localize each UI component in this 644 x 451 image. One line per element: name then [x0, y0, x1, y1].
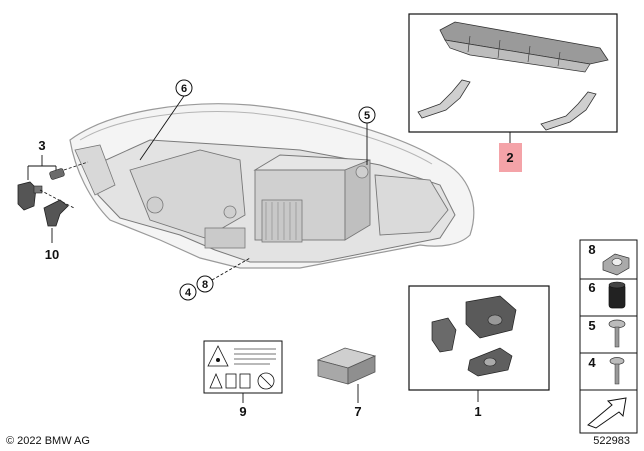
direction-arrow-icon — [587, 397, 627, 429]
connector-socket — [146, 196, 164, 214]
front-cap — [74, 144, 116, 196]
inset-bracket-kit[interactable] — [408, 13, 618, 133]
side-part-5[interactable]: 5 — [588, 318, 626, 348]
callout-10-group[interactable]: 10 — [43, 199, 69, 262]
screw-4-head — [609, 357, 625, 365]
callout-4-8[interactable]: 4 8 — [179, 257, 251, 301]
adjuster-socket — [223, 205, 237, 219]
callout-8-circle — [196, 275, 214, 293]
bulb-socket-part — [17, 181, 37, 211]
pad-part[interactable] — [316, 347, 377, 385]
screw-5-shank — [614, 326, 620, 348]
laser-warning-triangle — [207, 345, 229, 367]
repair-tab-part — [431, 317, 457, 353]
inset-bracket-frame — [408, 13, 618, 133]
leader-line-6 — [139, 95, 185, 161]
callout-9[interactable]: 9 — [239, 393, 247, 419]
control-module-side — [344, 159, 371, 241]
callout-6[interactable]: 6 — [139, 79, 193, 161]
callout-10-label: 10 — [45, 247, 59, 262]
connector-plug-part — [43, 199, 69, 227]
headlight-assembly[interactable] — [69, 103, 475, 269]
screw-4-shank — [614, 363, 620, 385]
bracket-rail-underside — [444, 39, 591, 73]
low-beam-module — [129, 149, 246, 239]
side-part-5-label: 5 — [588, 318, 595, 333]
callout-7-label: 7 — [354, 404, 361, 419]
rubber-bushing-top — [608, 281, 626, 289]
copyright-notice: © 2022 BMW AG — [6, 435, 90, 447]
leader-line-4-8 — [211, 257, 251, 281]
callout-6-label: 6 — [181, 83, 187, 95]
side-part-6[interactable]: 6 — [588, 280, 626, 309]
callout-4-circle — [179, 283, 197, 301]
warning-label-part[interactable] — [203, 340, 283, 394]
laser-symbol-dot — [216, 358, 220, 362]
warning-text-lines — [234, 348, 276, 365]
speed-nut-hole — [611, 258, 623, 266]
callout-1-label: 1 — [474, 404, 481, 419]
repair-flange-hole — [483, 357, 497, 367]
callout-3-label: 3 — [38, 138, 45, 153]
callout-5-circle — [358, 106, 376, 124]
bulb-socket-stem — [33, 185, 43, 194]
callout-8-label: 8 — [202, 279, 208, 291]
side-part-4[interactable]: 4 — [588, 355, 625, 385]
lower-bracket — [204, 227, 246, 249]
callout-2-label: 2 — [506, 150, 513, 165]
heat-sink — [261, 199, 303, 243]
leader-3-dashed-top — [63, 161, 89, 171]
callout-1[interactable]: 1 — [474, 390, 482, 419]
side-part-8-label: 8 — [588, 242, 595, 257]
callout-5-label: 5 — [364, 110, 370, 122]
callout-6-circle — [175, 79, 193, 97]
side-part-8[interactable]: 8 — [588, 242, 630, 276]
bracket-clip-left — [417, 79, 471, 119]
callout-2[interactable]: 2 — [499, 132, 522, 172]
repair-mount-hole — [487, 314, 503, 326]
bulb-part — [49, 168, 65, 180]
heat-sink-fins — [265, 202, 297, 240]
callout-5[interactable]: 5 — [358, 106, 376, 165]
headlight-lens-inner — [79, 111, 433, 165]
diagram-number: 522983 — [593, 435, 630, 447]
leader-3-dashed-mid — [39, 189, 75, 209]
callout-7[interactable]: 7 — [354, 384, 362, 419]
pad-side — [347, 355, 376, 385]
side-part-6-label: 6 — [588, 280, 595, 295]
inset-repair-kit[interactable] — [408, 285, 550, 391]
bracket-rail-ribs — [467, 35, 561, 67]
side-part-4-label: 4 — [588, 355, 596, 370]
warning-pictograms — [209, 372, 275, 390]
bracket-clip-right — [540, 91, 597, 131]
callout-9-label: 9 — [239, 404, 246, 419]
callout-2-highlight — [499, 143, 522, 172]
callout-4-label: 4 — [185, 287, 192, 299]
turn-signal-module — [374, 174, 449, 236]
bulb-socket — [355, 165, 369, 179]
callout-3-group[interactable]: 3 — [17, 138, 89, 211]
